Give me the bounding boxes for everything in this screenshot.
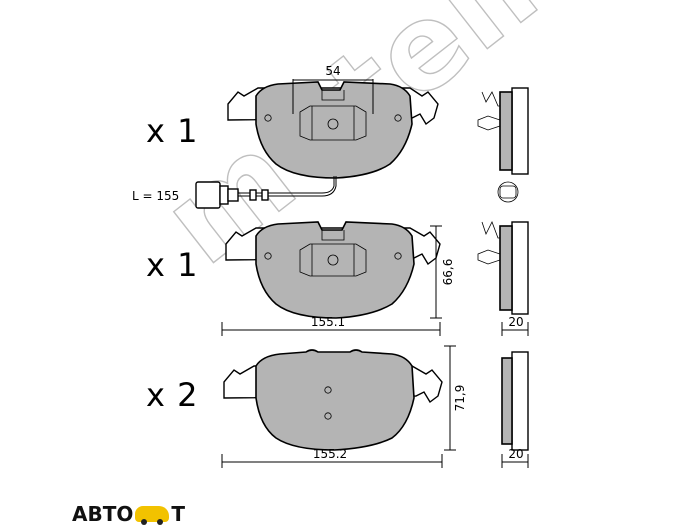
dim-length-middle: 155.1: [221, 315, 441, 336]
pad-bottom: [223, 349, 443, 451]
footer-logo: АВТО Т: [72, 502, 185, 526]
pad-top: [227, 81, 439, 179]
footer-logo-left: АВТО: [72, 502, 134, 526]
dim-length-middle-label: 155.1: [311, 315, 345, 329]
dim-width-top-label: 54: [325, 64, 340, 78]
pad-middle-friction: [255, 221, 415, 319]
dim-height-middle: 66,6: [430, 225, 455, 319]
pad-top-side-view: [477, 87, 529, 203]
pad-middle: [225, 221, 441, 319]
sensor-length-label: L = 155: [132, 189, 179, 203]
quantity-top: x 1: [146, 112, 199, 150]
car-icon: [135, 506, 170, 525]
dim-height-bottom: 71,9: [444, 345, 467, 451]
dim-width-top: 54: [292, 64, 374, 114]
quantity-bottom: x 2: [146, 376, 199, 414]
pad-middle-side-view: 20: [477, 221, 529, 336]
dim-thickness-bottom-label: 20: [508, 447, 523, 461]
quantity-middle: x 1: [146, 246, 199, 284]
wear-sensor: L = 155: [132, 176, 337, 209]
dim-height-bottom-label: 71,9: [453, 385, 467, 412]
dim-length-bottom: 155.2: [221, 447, 443, 468]
dim-thickness-middle-label: 20: [508, 315, 523, 329]
dim-length-bottom-label: 155.2: [313, 447, 347, 461]
pad-top-friction: [255, 81, 413, 179]
dim-height-middle-label: 66,6: [441, 259, 455, 286]
footer-logo-right: Т: [171, 502, 186, 526]
pad-bottom-side-view: 20: [501, 351, 529, 468]
pad-bottom-friction: [255, 349, 415, 451]
